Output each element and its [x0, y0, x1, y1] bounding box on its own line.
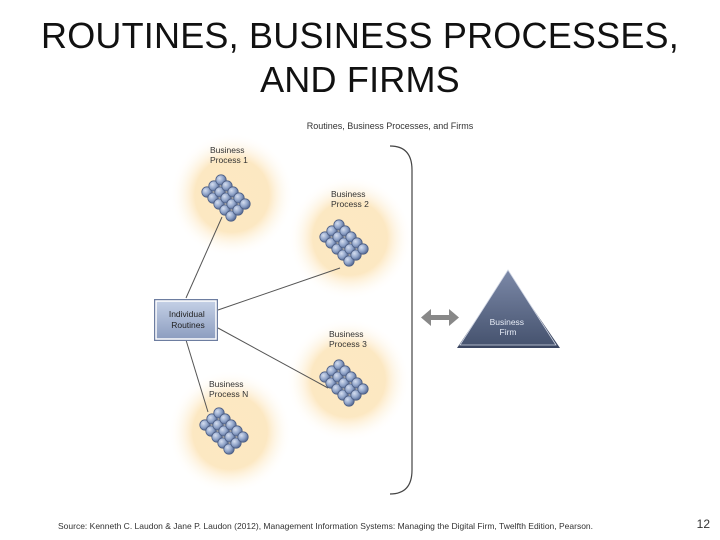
page-number: 12 [697, 517, 710, 531]
double-arrow-icon [421, 309, 459, 326]
source-citation: Source: Kenneth C. Laudon & Jane P. Laud… [58, 521, 593, 531]
individual-routines-box: Individual Routines [154, 299, 218, 341]
arrow-head-right [449, 309, 459, 326]
routine-bead [240, 199, 250, 209]
business-firm-pyramid: Business Firm [457, 270, 560, 348]
process-n-line2: Process N [209, 389, 248, 399]
routines-box-line2: Routines [171, 320, 205, 330]
process-n-line1: Business [209, 379, 244, 389]
routine-bead [358, 244, 368, 254]
routine-bead [358, 384, 368, 394]
routines-box-line1: Individual [169, 309, 205, 319]
process-2-line1: Business [331, 189, 366, 199]
arrow-head-left [421, 309, 431, 326]
process-1-line1: Business [210, 145, 245, 155]
firm-line1: Business [490, 317, 525, 327]
diagram-title: Routines, Business Processes, and Firms [307, 121, 474, 131]
process-3-line1: Business [329, 329, 364, 339]
routine-bead [238, 432, 248, 442]
routines-box-label: Individual Routines [169, 309, 207, 330]
firm-line2: Firm [500, 327, 517, 337]
arrow-shaft [429, 315, 451, 320]
process-3-line2: Process 3 [329, 339, 367, 349]
process-1-line2: Process 1 [210, 155, 248, 165]
process-2-line2: Process 2 [331, 199, 369, 209]
